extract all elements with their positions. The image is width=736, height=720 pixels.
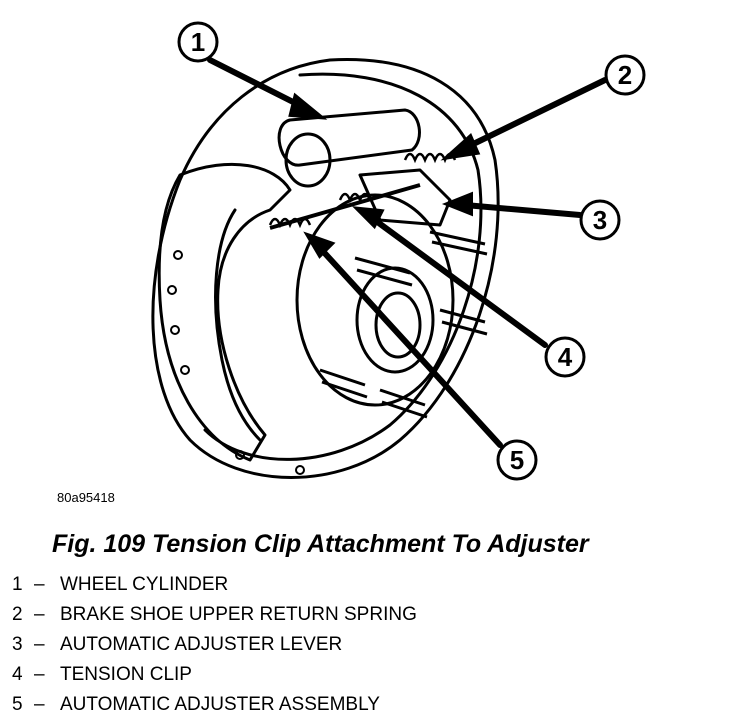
figure-caption: Fig. 109 Tension Clip Attachment To Adju… [52,530,589,558]
legend-number: 3 [12,634,23,655]
backing-plate [151,58,500,479]
leader-2-head [440,132,481,161]
figure-code: 80a95418 [57,490,115,505]
leader-1-head [288,92,328,120]
wheel-stud [354,256,413,287]
drum-hole [295,465,305,475]
legend-item: 5–AUTOMATIC ADJUSTER ASSEMBLY [12,690,417,720]
leader-4 [369,215,548,348]
leader-5-head [303,231,336,259]
drum-hole [173,250,183,260]
leader-5 [317,245,503,448]
brake-shoe-lining [214,208,262,442]
leader-1 [207,57,308,111]
wheel-stud [429,230,488,256]
legend-number: 1 [12,574,23,595]
hub-flange [295,193,455,407]
callout-3-label: 3 [593,205,607,235]
legend-text: AUTOMATIC ADJUSTER LEVER [60,634,343,655]
legend-text: BRAKE SHOE UPPER RETURN SPRING [60,604,417,625]
legend-dash: – [34,694,45,715]
hub-bore [374,291,422,359]
legend-dash: – [34,604,45,625]
legend-text: TENSION CLIP [60,664,192,685]
callout-2-circle [604,54,646,96]
legend-dash: – [34,574,45,595]
wheel-stud [379,388,428,419]
wheel-cylinder-cap [284,132,332,188]
drum-hole [167,285,177,295]
wheel-stud [319,368,368,399]
brake-shoe [157,162,292,462]
callout-4-label: 4 [558,342,573,372]
callout-5-circle [496,439,538,481]
wheel-stud [439,308,488,336]
drum-hole [180,365,190,375]
legend-item: 4–TENSION CLIP [12,660,417,690]
tension-clip-spring [338,192,372,204]
legend-dash: – [34,634,45,655]
legend-item: 3–AUTOMATIC ADJUSTER LEVER [12,630,417,660]
callout-3-circle [579,199,621,241]
legend-item: 1–WHEEL CYLINDER [12,570,417,600]
wheel-cylinder [277,108,421,167]
drum-hole [235,450,245,460]
legend-number: 2 [12,604,23,625]
callout-1-circle [177,21,219,63]
legend-number: 5 [12,694,23,715]
callout-1-label: 1 [191,27,205,57]
legend-number: 4 [12,664,23,685]
legend-list: 1–WHEEL CYLINDER 2–BRAKE SHOE UPPER RETU… [12,570,417,720]
legend-item: 2–BRAKE SHOE UPPER RETURN SPRING [12,600,417,630]
callout-4-circle [544,336,586,378]
adjuster-rod [269,183,421,230]
backing-plate-rim [203,72,483,461]
leader-4-head [351,206,385,230]
leader-3 [462,202,583,218]
legend-dash: – [34,664,45,685]
drum-hole [170,325,180,335]
leader-2 [462,77,608,151]
callout-5-label: 5 [510,445,524,475]
legend-text: WHEEL CYLINDER [60,574,229,595]
callout-2-label: 2 [618,60,632,90]
legend-text: AUTOMATIC ADJUSTER ASSEMBLY [60,694,380,715]
leader-3-head [441,191,473,217]
